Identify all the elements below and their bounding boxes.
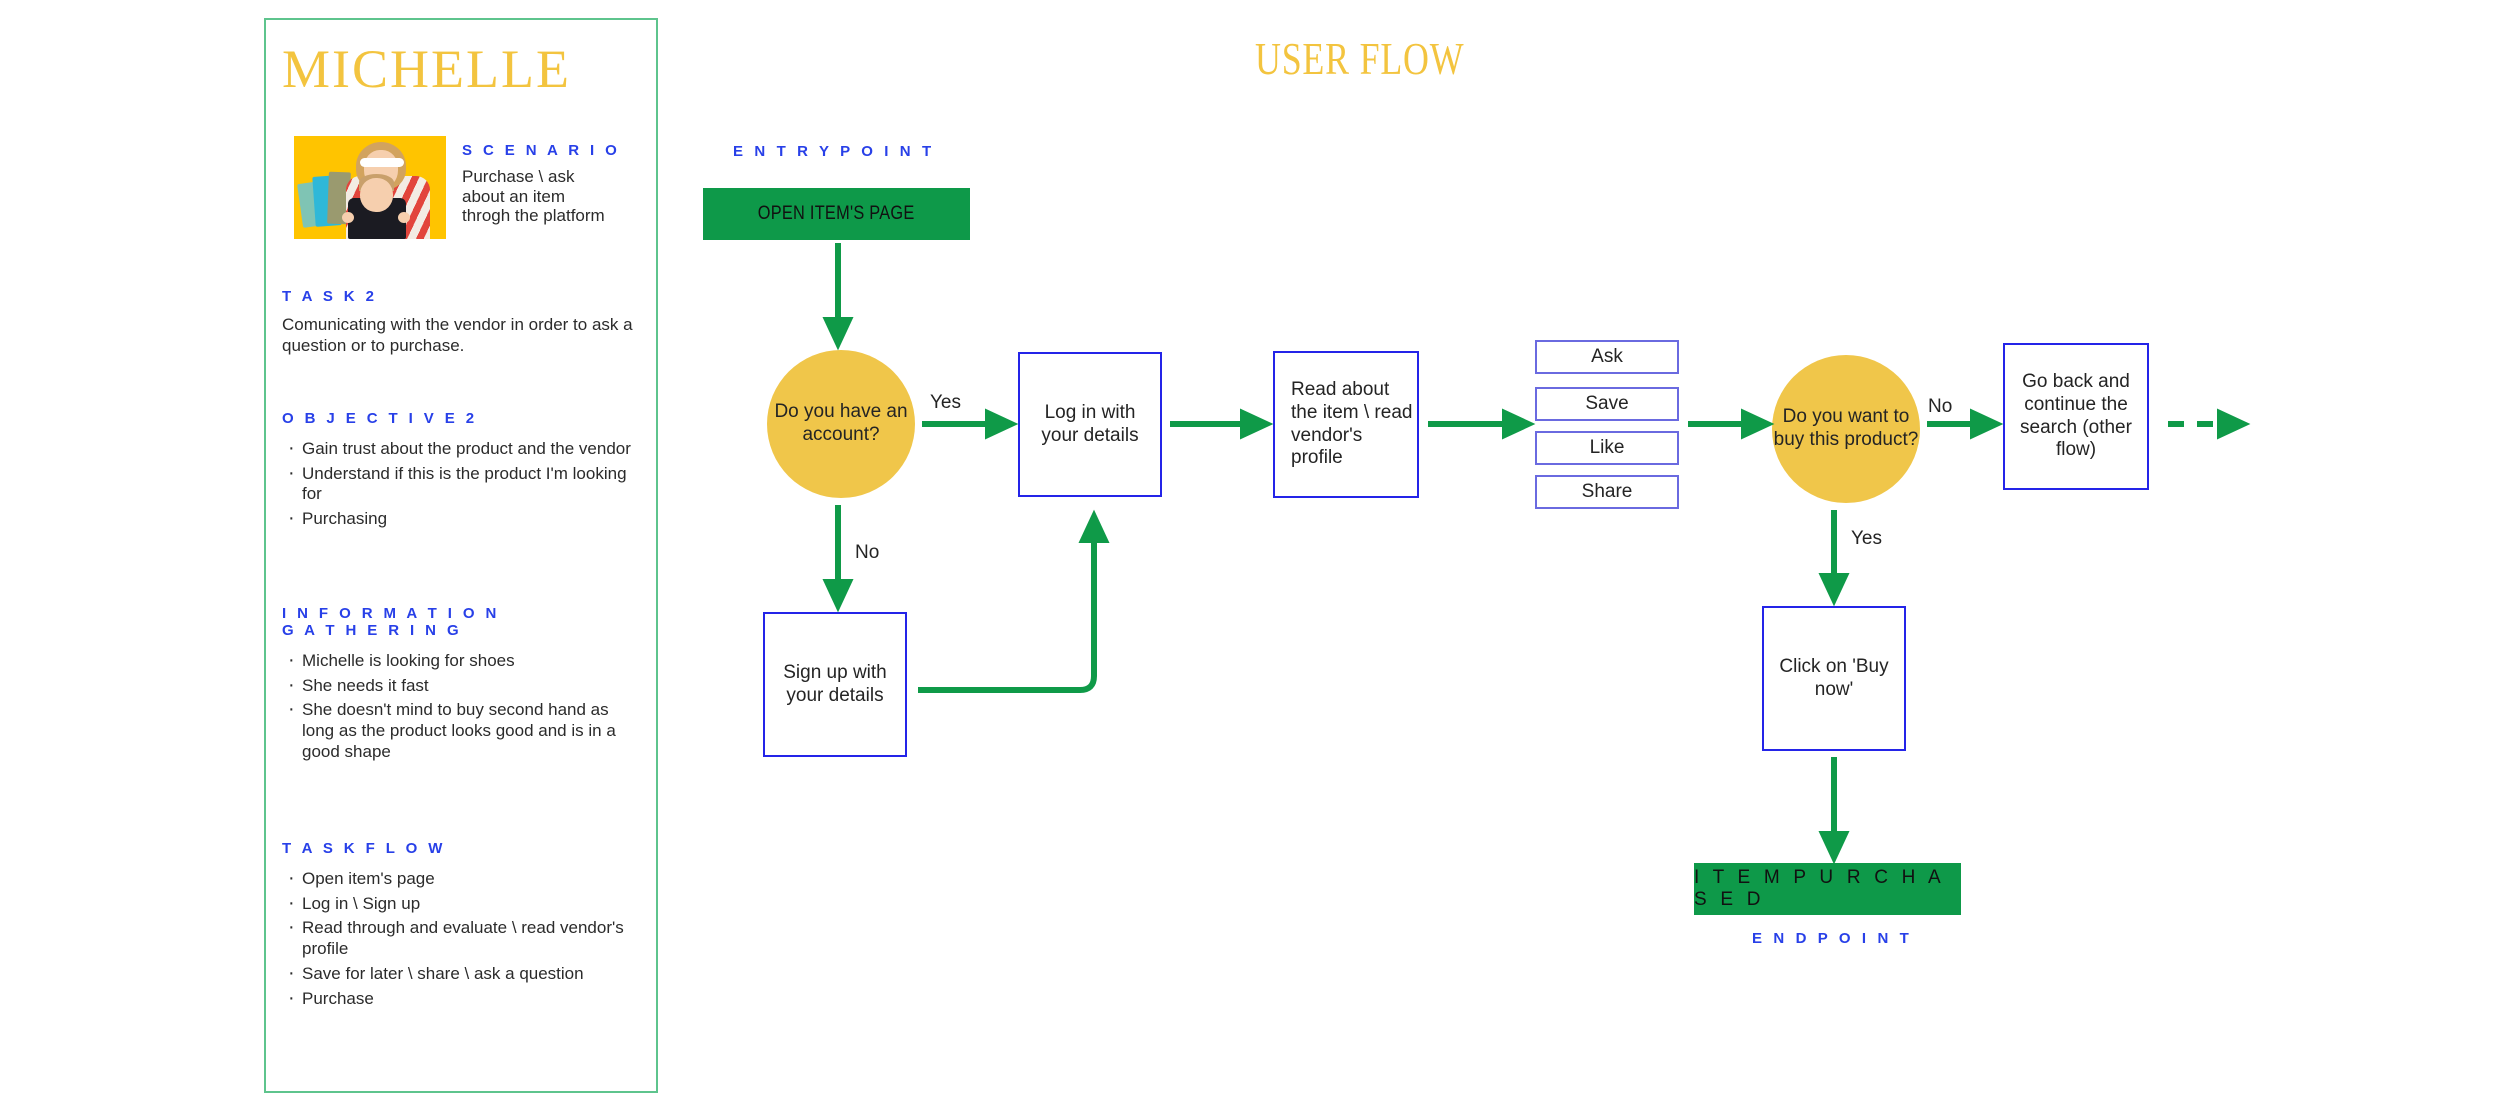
node-click-buy-now[interactable]: Click on 'Buy now' <box>1762 606 1906 751</box>
edge-label-yes-buy: Yes <box>1851 528 1882 549</box>
persona-panel: MICHELLE S C E N A R I O Purchase \ ask … <box>264 18 658 1093</box>
task-heading: T A S K 2 <box>282 288 378 305</box>
information-gathering-heading-line1: I N F O R M A T I O N <box>282 605 500 622</box>
list-item: Read through and evaluate \ read vendor'… <box>282 915 644 959</box>
scenario-text: Purchase \ ask about an item throgh the … <box>462 167 605 226</box>
list-item: She doesn't mind to buy second hand as l… <box>282 697 644 762</box>
baby-hand <box>398 212 410 223</box>
scenario-heading: S C E N A R I O <box>462 142 621 159</box>
information-gathering-list: Michelle is looking for shoes She needs … <box>282 648 644 763</box>
information-gathering-block: I N F O R M A T I O N G A T H E R I N G … <box>282 605 644 767</box>
edge-label-no-account: No <box>855 542 880 563</box>
list-item: Open item's page <box>282 866 644 890</box>
decision-want-to-buy-label: Do you want to buy this product? <box>1773 406 1919 450</box>
edge-signup-to-login <box>918 509 1110 693</box>
end-point-label: E N D P O I N T <box>1752 930 1913 947</box>
decision-have-account-label: Do you have an account? <box>774 401 908 445</box>
node-click-buy-now-label: Click on 'Buy now' <box>1779 655 1889 700</box>
objective-heading: O B J E C T I V E 2 <box>282 410 478 427</box>
sunglasses-icon <box>360 158 404 167</box>
edge-label-yes-account: Yes <box>930 392 961 413</box>
list-item: Michelle is looking for shoes <box>282 648 644 672</box>
option-save-button[interactable]: Save <box>1535 387 1679 421</box>
flow-title: USER FLOW <box>1255 33 1465 84</box>
list-item: Gain trust about the product and the ven… <box>282 436 644 460</box>
baby-face <box>360 178 393 212</box>
task-flow-block: T A S K F L O W Open item's page Log in … <box>282 840 644 1013</box>
list-item: Log in \ Sign up <box>282 891 644 915</box>
option-share-button[interactable]: Share <box>1535 475 1679 509</box>
node-log-in[interactable]: Log in with your details <box>1018 352 1162 497</box>
baby-hand <box>342 212 354 223</box>
decision-have-account[interactable]: Do you have an account? <box>767 350 915 498</box>
persona-photo <box>294 136 446 239</box>
decision-want-to-buy[interactable]: Do you want to buy this product? <box>1772 355 1920 503</box>
entry-point-block-label: OPEN ITEM'S PAGE <box>758 203 915 224</box>
list-item: Understand if this is the product I'm lo… <box>282 461 644 505</box>
objective-list: Gain trust about the product and the ven… <box>282 436 644 530</box>
list-item: Purchasing <box>282 506 644 530</box>
page-title: MICHELLE <box>282 39 571 99</box>
entry-point-block[interactable]: OPEN ITEM'S PAGE <box>703 188 970 240</box>
node-log-in-label: Log in with your details <box>1041 401 1139 446</box>
option-share-label: Share <box>1581 481 1633 502</box>
node-go-back[interactable]: Go back and continue the search (other f… <box>2003 343 2149 490</box>
option-save-label: Save <box>1585 393 1629 414</box>
end-point-block-label: I T E M P U R C H A S E D <box>1694 867 1944 910</box>
node-sign-up[interactable]: Sign up with your details <box>763 612 907 757</box>
option-like-button[interactable]: Like <box>1535 431 1679 465</box>
task-block: T A S K 2 Comunicating with the vendor i… <box>282 288 644 356</box>
list-item: Purchase <box>282 986 644 1010</box>
option-ask-button[interactable]: Ask <box>1535 340 1679 374</box>
node-read-item-label: Read about the item \ read vendor's prof… <box>1291 378 1413 469</box>
entry-point-label: E N T R Y P O I N T <box>733 143 935 160</box>
edge-label-no-buy: No <box>1928 396 1953 417</box>
node-go-back-label: Go back and continue the search (other f… <box>2020 370 2132 461</box>
node-read-item[interactable]: Read about the item \ read vendor's prof… <box>1273 351 1419 498</box>
task-flow-heading: T A S K F L O W <box>282 840 446 857</box>
list-item: She needs it fast <box>282 673 644 697</box>
option-like-label: Like <box>1589 437 1625 458</box>
node-sign-up-label: Sign up with your details <box>783 661 887 706</box>
option-ask-label: Ask <box>1591 346 1623 367</box>
objective-block: O B J E C T I V E 2 Gain trust about the… <box>282 410 644 534</box>
information-gathering-heading-line2: G A T H E R I N G <box>282 622 463 639</box>
task-text: Comunicating with the vendor in order to… <box>282 315 633 355</box>
list-item: Save for later \ share \ ask a question <box>282 961 644 985</box>
task-flow-list: Open item's page Log in \ Sign up Read t… <box>282 866 644 1010</box>
end-point-block[interactable]: I T E M P U R C H A S E D <box>1694 863 1961 915</box>
